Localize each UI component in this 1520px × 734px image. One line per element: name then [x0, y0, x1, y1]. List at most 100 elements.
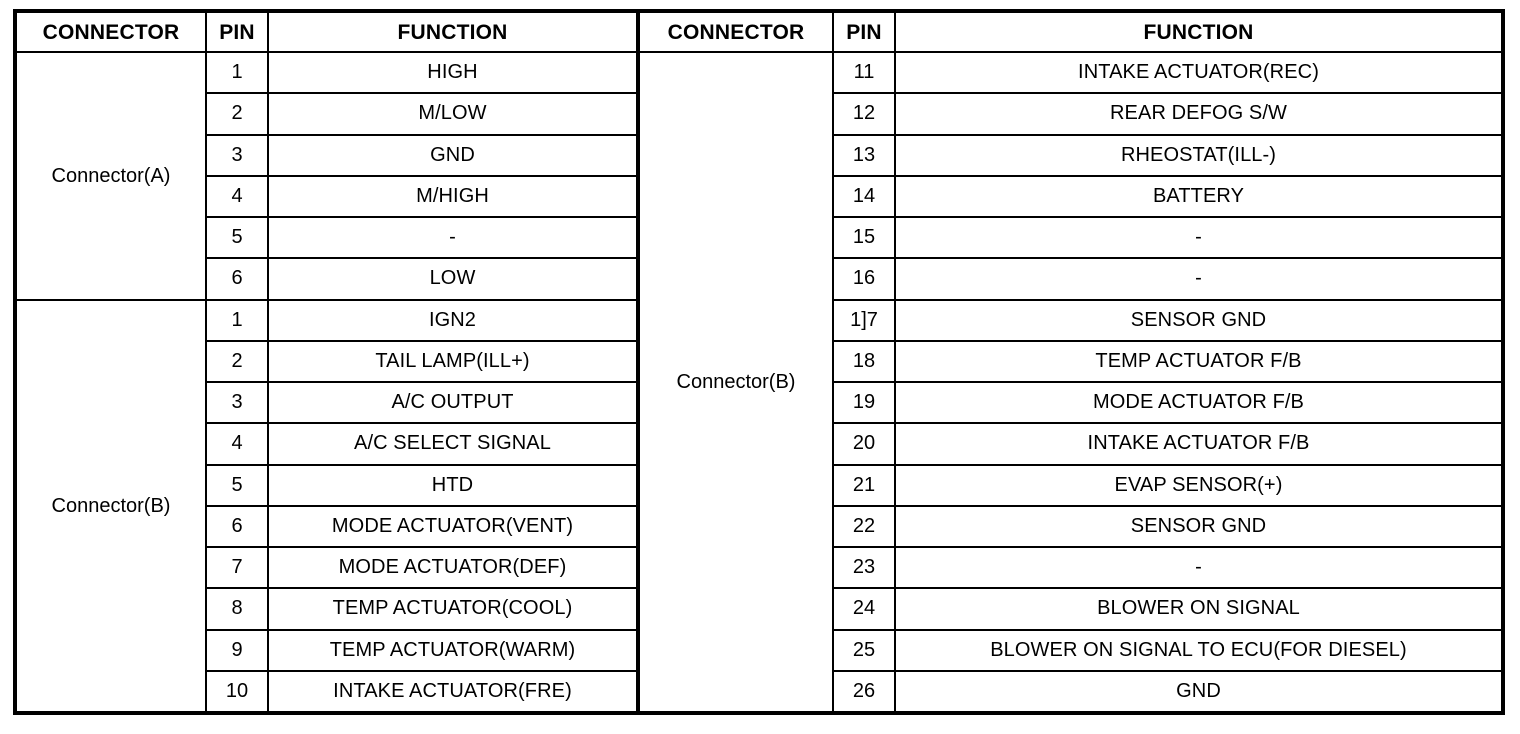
left-connector-column: Connector(A) Connector(B)	[17, 53, 207, 711]
function-value: MODE ACTUATOR F/B	[1093, 391, 1304, 414]
function-value: MODE ACTUATOR(VENT)	[331, 514, 574, 537]
function-value: INTAKE ACTUATOR F/B	[1087, 432, 1310, 455]
table-row: 18 TEMP ACTUATOR F/B	[834, 341, 1501, 383]
pin-value: 21	[852, 473, 876, 496]
pin-value: 7	[231, 556, 243, 579]
table-row: 15 -	[834, 218, 1501, 260]
right-table-body: Connector(B) 11 INTAKE ACTUATOR(REC) 12 …	[640, 53, 1501, 711]
connector-pin-table: CONNECTOR PIN FUNCTION Connector(A) Conn…	[13, 9, 1505, 715]
left-table: CONNECTOR PIN FUNCTION Connector(A) Conn…	[17, 13, 636, 711]
table-row: 24 BLOWER ON SIGNAL	[834, 589, 1501, 631]
pin-value: 5	[231, 473, 243, 496]
table-row: 6 MODE ACTUATOR(VENT)	[207, 506, 636, 548]
table-row: 4 M/HIGH	[207, 176, 636, 218]
function-value: TEMP ACTUATOR(WARM)	[329, 638, 576, 661]
table-row: 5 -	[207, 218, 636, 260]
function-value: HIGH	[427, 61, 478, 84]
table-row: 2 TAIL LAMP(ILL+)	[207, 341, 636, 383]
function-value: RHEOSTAT(ILL-)	[1120, 143, 1277, 166]
function-value: SENSOR GND	[1130, 308, 1267, 331]
right-table: CONNECTOR PIN FUNCTION Connector(B) 11 I…	[636, 13, 1501, 711]
function-value: HTD	[431, 473, 474, 496]
pin-value: 1	[231, 61, 243, 84]
pin-value: 15	[852, 226, 876, 249]
right-header-pin: PIN	[834, 13, 896, 51]
pin-value: 6	[231, 267, 243, 290]
table-row: 4 A/C SELECT SIGNAL	[207, 424, 636, 466]
left-connector-group-b: Connector(B)	[17, 301, 205, 711]
table-row: 21 EVAP SENSOR(+)	[834, 465, 1501, 507]
function-value: -	[1195, 267, 1202, 290]
function-value: MODE ACTUATOR(DEF)	[338, 556, 567, 579]
pin-value: 9	[231, 638, 243, 661]
pin-value: 13	[852, 143, 876, 166]
table-row: 1 HIGH	[207, 53, 636, 95]
table-row: 2 M/LOW	[207, 94, 636, 136]
right-data-column: 11 INTAKE ACTUATOR(REC) 12 REAR DEFOG S/…	[834, 53, 1501, 711]
function-value: INTAKE ACTUATOR(REC)	[1078, 61, 1319, 84]
table-row: 26 GND	[834, 671, 1501, 711]
pin-value: 12	[852, 102, 876, 125]
function-value: SENSOR GND	[1130, 514, 1267, 537]
pin-value: 19	[852, 391, 876, 414]
pin-value: 10	[225, 679, 249, 702]
pin-value: 1]7	[850, 308, 878, 331]
function-value: LOW	[429, 267, 476, 290]
right-header-function: FUNCTION	[1143, 20, 1254, 44]
left-header-function: FUNCTION	[397, 20, 508, 44]
function-value: GND	[430, 143, 475, 166]
right-connector-group-b-label: Connector(B)	[676, 370, 796, 393]
left-header-connector: CONNECTOR	[17, 13, 207, 51]
function-value: -	[1195, 226, 1202, 249]
table-row: 1]7 SENSOR GND	[834, 300, 1501, 342]
right-connector-group-b: Connector(B)	[640, 53, 832, 711]
function-value: IGN2	[428, 308, 477, 331]
table-row: 3 A/C OUTPUT	[207, 383, 636, 425]
table-row: 16 -	[834, 259, 1501, 301]
table-row: 19 MODE ACTUATOR F/B	[834, 383, 1501, 425]
pin-value: 6	[231, 514, 243, 537]
right-header-connector: CONNECTOR	[640, 13, 834, 51]
function-value: BLOWER ON SIGNAL TO ECU(FOR DIESEL)	[990, 638, 1407, 661]
function-value: TEMP ACTUATOR(COOL)	[332, 597, 573, 620]
pin-value: 18	[852, 349, 876, 372]
pin-value: 2	[231, 349, 243, 372]
function-value: A/C OUTPUT	[391, 391, 514, 414]
left-table-header-row: CONNECTOR PIN FUNCTION	[17, 13, 636, 53]
function-value: M/HIGH	[416, 184, 489, 207]
pin-value: 25	[852, 638, 876, 661]
pin-value: 26	[852, 679, 876, 702]
pin-value: 11	[853, 61, 875, 84]
left-data-column: 1 HIGH 2 M/LOW 3 GND 4 M/HIGH	[207, 53, 636, 711]
pin-value: 3	[231, 391, 243, 414]
pin-value: 8	[231, 597, 243, 620]
function-value: REAR DEFOG S/W	[1110, 102, 1287, 125]
function-value: BLOWER ON SIGNAL	[1097, 597, 1300, 620]
left-header-pin: PIN	[207, 13, 269, 51]
right-table-header-row: CONNECTOR PIN FUNCTION	[640, 13, 1501, 53]
function-value: GND	[1176, 679, 1221, 702]
pin-value: 22	[852, 514, 876, 537]
table-row: 7 MODE ACTUATOR(DEF)	[207, 548, 636, 590]
pin-value: 16	[852, 267, 876, 290]
pin-value: 5	[231, 226, 243, 249]
pin-value: 14	[852, 184, 876, 207]
function-value: TEMP ACTUATOR F/B	[1095, 349, 1302, 372]
left-connector-group-a-label: Connector(A)	[51, 164, 171, 187]
function-value: M/LOW	[418, 102, 487, 125]
table-row: 22 SENSOR GND	[834, 506, 1501, 548]
function-value: -	[449, 226, 456, 249]
table-row: 14 BATTERY	[834, 176, 1501, 218]
pin-value: 24	[852, 597, 876, 620]
function-value: -	[1195, 556, 1202, 579]
table-row: 3 GND	[207, 135, 636, 177]
table-row: 23 -	[834, 548, 1501, 590]
pin-value: 20	[852, 432, 876, 455]
table-row: 13 RHEOSTAT(ILL-)	[834, 135, 1501, 177]
table-row: 25 BLOWER ON SIGNAL TO ECU(FOR DIESEL)	[834, 630, 1501, 672]
table-row: 12 REAR DEFOG S/W	[834, 94, 1501, 136]
function-value: TAIL LAMP(ILL+)	[375, 349, 530, 372]
function-value: INTAKE ACTUATOR(FRE)	[333, 679, 572, 702]
table-row: 8 TEMP ACTUATOR(COOL)	[207, 589, 636, 631]
function-value: A/C SELECT SIGNAL	[354, 432, 551, 455]
